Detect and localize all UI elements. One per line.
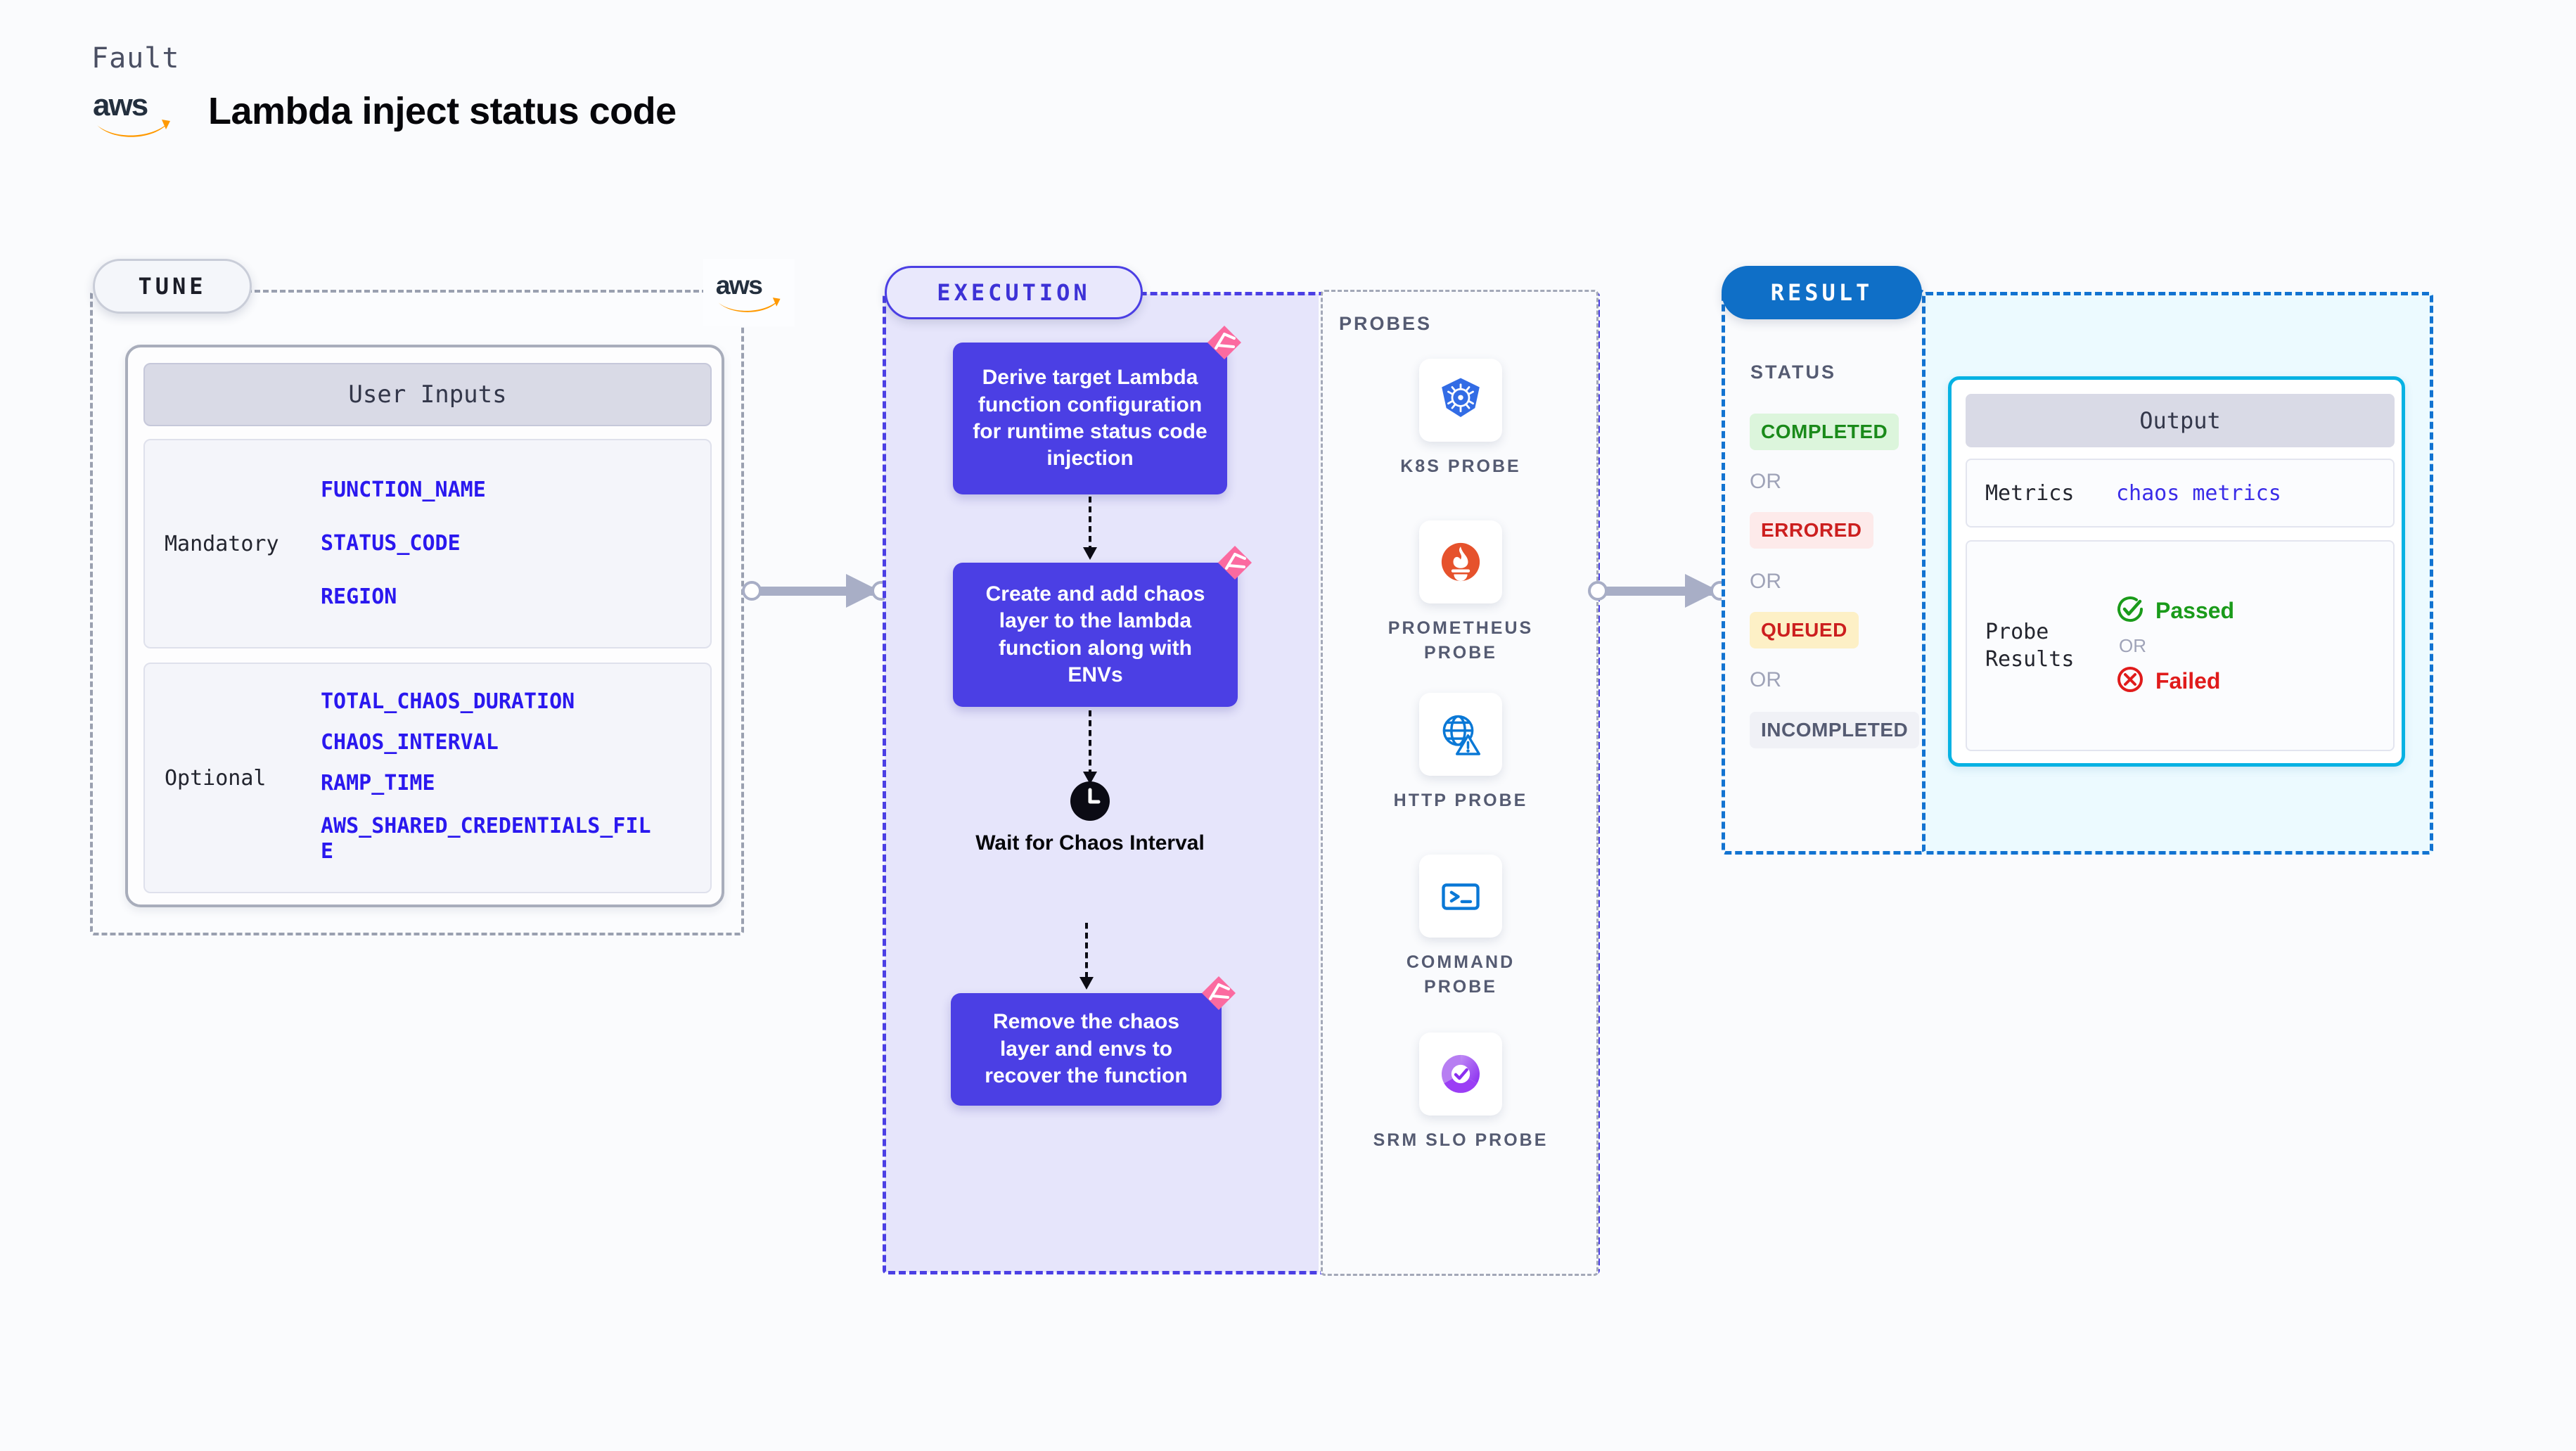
param-status-code: STATUS_CODE [321, 531, 461, 556]
result-panel-border [1722, 290, 1925, 855]
x-circle-icon [2116, 665, 2144, 697]
status-badge-errored: ERRORED [1750, 512, 1873, 549]
status-or-separator: OR [1750, 668, 1781, 691]
probe-item-srm-slo[interactable]: SRM SLO PROBE [1369, 1033, 1552, 1153]
status-or-separator: OR [1750, 470, 1781, 493]
connector-execution-to-result [1588, 574, 1730, 608]
output-metrics-key: Metrics [1985, 480, 2075, 506]
probes-section-label: PROBES [1339, 313, 1433, 334]
user-inputs-card: User Inputs Mandatory FUNCTION_NAME STAT… [125, 345, 724, 907]
connector-line [750, 587, 874, 596]
optional-param-list: TOTAL_CHAOS_DURATION CHAOS_INTERVAL RAMP… [321, 682, 651, 874]
probe-result-passed-label: Passed [2155, 597, 2235, 623]
terminal-icon [1419, 855, 1502, 938]
chaos-flag-icon [1203, 324, 1243, 364]
wait-node-label: Wait for Chaos Interval [975, 831, 1205, 855]
connector-start-dot [1588, 581, 1608, 601]
chaos-flag-icon [1198, 975, 1237, 1014]
param-region: REGION [321, 584, 397, 609]
result-pill-label: RESULT [1722, 266, 1922, 319]
probe-results-stack: Passed OR Failed [2116, 595, 2234, 697]
optional-label: Optional [165, 765, 267, 791]
aws-logo-icon: aws [91, 84, 176, 138]
param-function-name: FUNCTION_NAME [321, 478, 486, 502]
param-aws-shared-credentials-file: AWS_SHARED_CREDENTIALS_FILE [321, 814, 651, 864]
probe-item-http[interactable]: HTTP PROBE [1369, 693, 1552, 813]
probe-label-prometheus: PROMETHEUS PROBE [1388, 618, 1534, 663]
aws-badge-icon: aws [703, 259, 795, 326]
param-total-chaos-duration: TOTAL_CHAOS_DURATION [321, 689, 575, 714]
http-globe-warning-icon [1419, 693, 1502, 776]
probe-result-passed: Passed [2116, 595, 2234, 627]
status-or-separator: OR [1750, 570, 1781, 593]
probe-result-failed-label: Failed [2155, 667, 2221, 693]
prometheus-icon [1419, 520, 1502, 603]
user-inputs-title: User Inputs [143, 363, 712, 426]
status-section-label: STATUS [1750, 362, 1836, 383]
svg-text:aws: aws [93, 88, 148, 122]
execution-step-1: Derive target Lambda function configurat… [953, 326, 1241, 494]
svg-text:aws: aws [716, 270, 762, 300]
probe-label-http: HTTP PROBE [1393, 791, 1528, 810]
connector-start-dot [742, 581, 762, 601]
param-chaos-interval: CHAOS_INTERVAL [321, 730, 499, 755]
probe-label-srm-slo: SRM SLO PROBE [1373, 1130, 1549, 1150]
execution-step-1-text: Derive target Lambda function configurat… [973, 366, 1207, 471]
probe-label-k8s: K8S PROBE [1400, 456, 1521, 476]
mandatory-param-list: FUNCTION_NAME STATUS_CODE REGION [321, 464, 486, 624]
execution-step-2-text: Create and add chaos layer to the lambda… [985, 582, 1205, 686]
wait-for-chaos-interval-node: Wait for Chaos Interval [970, 781, 1210, 857]
kubernetes-icon [1419, 359, 1502, 442]
flow-arrow-1-icon [1083, 497, 1097, 560]
param-ramp-time: RAMP_TIME [321, 771, 435, 795]
optional-params-group: Optional TOTAL_CHAOS_DURATION CHAOS_INTE… [143, 663, 712, 893]
status-badge-completed: COMPLETED [1750, 414, 1899, 450]
header-eyebrow: Fault [91, 42, 180, 75]
result-panel [1722, 290, 1925, 855]
connector-tune-to-execution [742, 574, 891, 608]
probe-label-command: COMMAND PROBE [1406, 952, 1516, 997]
mandatory-label: Mandatory [165, 531, 279, 556]
connector-line [1596, 587, 1713, 596]
probe-result-failed: Failed [2116, 665, 2234, 697]
probe-item-k8s[interactable]: K8S PROBE [1369, 359, 1552, 479]
status-badge-incompleted: INCOMPLETED [1750, 712, 1920, 748]
execution-step-2: Create and add chaos layer to the lambda… [953, 546, 1252, 707]
page-header: Fault aws Lambda inject status code [91, 42, 677, 138]
flow-arrow-2-icon [1083, 710, 1097, 784]
output-card-title: Output [1966, 394, 2395, 447]
execution-step-3: Remove the chaos layer and envs to recov… [951, 976, 1236, 1106]
mandatory-params-group: Mandatory FUNCTION_NAME STATUS_CODE REGI… [143, 439, 712, 648]
tune-pill-label: TUNE [93, 259, 252, 314]
output-metrics-value: chaos metrics [2116, 480, 2281, 506]
status-badge-queued: QUEUED [1750, 612, 1859, 648]
srm-slo-icon [1419, 1033, 1502, 1116]
probe-item-command[interactable]: COMMAND PROBE [1369, 855, 1552, 999]
probe-result-or-separator: OR [2119, 634, 2146, 656]
chaos-flag-icon [1214, 544, 1253, 584]
flow-arrow-3-icon [1079, 923, 1094, 990]
clock-icon [1070, 781, 1110, 822]
execution-pill-label: EXECUTION [885, 266, 1143, 319]
check-circle-icon [2116, 595, 2144, 627]
probe-item-prometheus[interactable]: PROMETHEUS PROBE [1369, 520, 1552, 665]
output-metrics-row: Metrics chaos metrics [1966, 459, 2395, 528]
execution-step-3-text: Remove the chaos layer and envs to recov… [985, 1010, 1188, 1088]
page-title: Lambda inject status code [208, 90, 677, 132]
